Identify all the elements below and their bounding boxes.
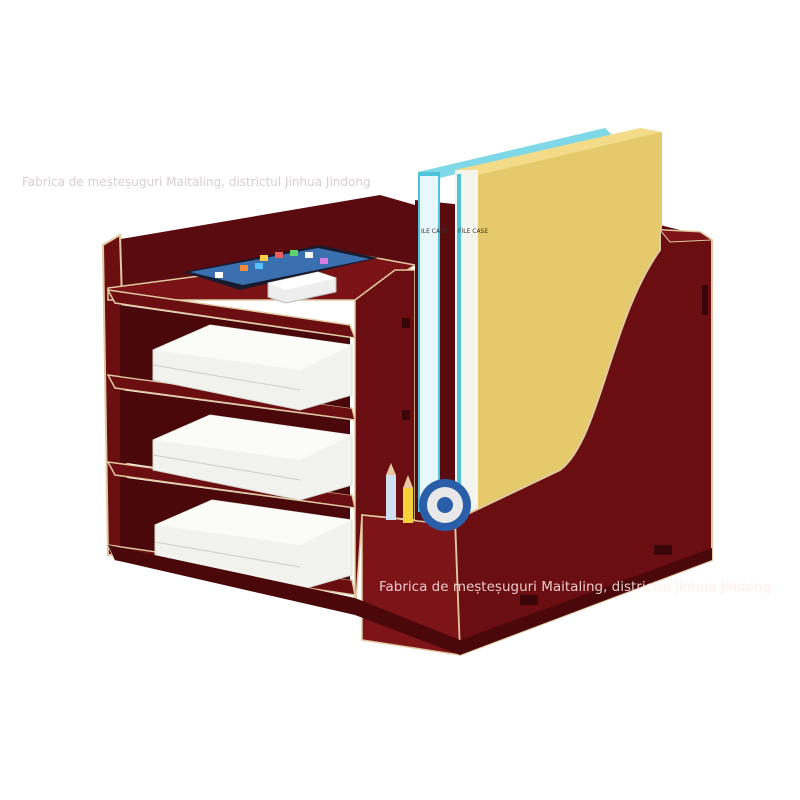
tape-dispenser: [419, 479, 471, 531]
smartphone: [183, 245, 378, 290]
watermark-top: Fabrica de meșteșuguri Maitaling, distri…: [22, 175, 371, 189]
binder-blue: ILE CASE: [418, 128, 612, 512]
paper-stack-1: [152, 324, 353, 411]
eraser: [267, 271, 337, 304]
watermark-bottom: Fabrica de meșteșuguri Maitaling, distri…: [379, 579, 772, 595]
pencils: [386, 463, 413, 523]
binder-spine-label: FILE CASE: [458, 228, 488, 235]
paper-stack-2: [152, 414, 353, 501]
svg-text:ILE CASE: ILE CASE: [421, 228, 448, 235]
organizer-base: [108, 545, 712, 655]
